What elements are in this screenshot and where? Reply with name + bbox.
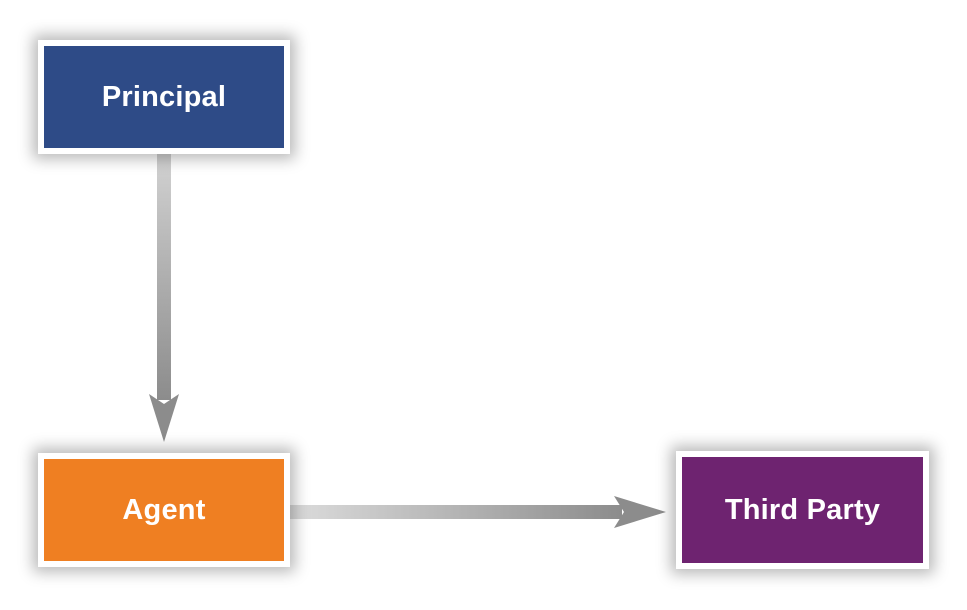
agent-label: Agent (122, 493, 206, 526)
agent-box: Agent (38, 453, 290, 567)
third-party-label: Third Party (724, 493, 881, 526)
arrow-head (614, 496, 666, 528)
arrow-agent-to-third-party (290, 496, 666, 528)
principal-box: Principal (38, 40, 290, 154)
arrow-principal-to-agent (149, 154, 179, 442)
arrow-shaft (290, 505, 622, 519)
third-party-box: Third Party (676, 451, 929, 569)
principal-label: Principal (101, 80, 227, 113)
arrow-head (149, 394, 179, 442)
arrow-shaft (157, 154, 171, 400)
